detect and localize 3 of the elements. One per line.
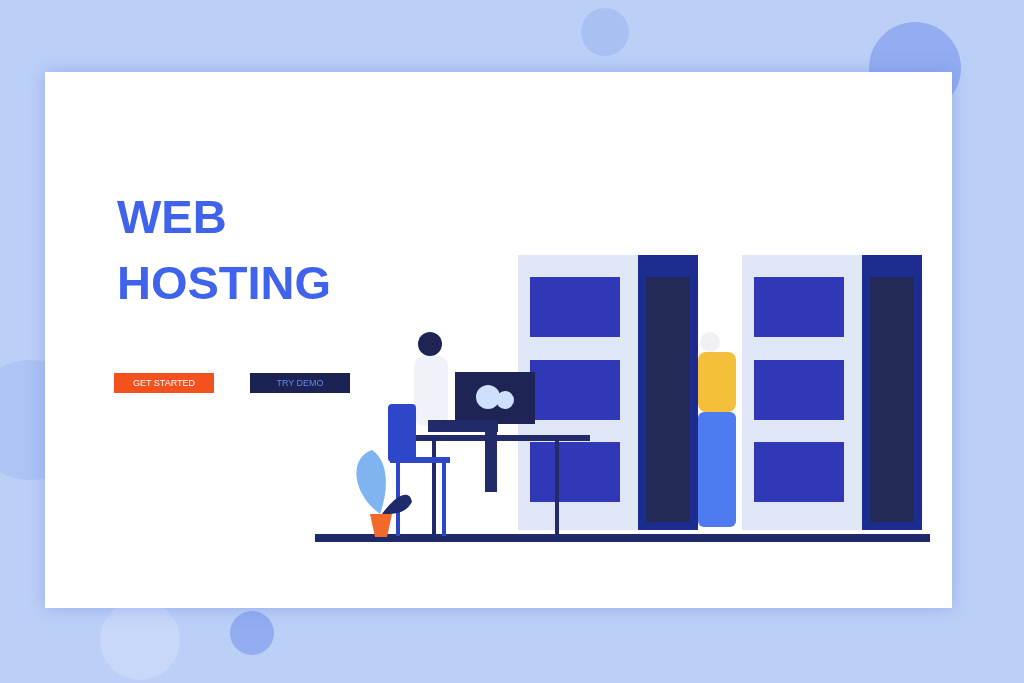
start-button: GET STARTED	[114, 373, 214, 393]
demo-button: TRY DEMO	[250, 373, 350, 393]
page-title: WEB HOSTING	[117, 189, 333, 311]
